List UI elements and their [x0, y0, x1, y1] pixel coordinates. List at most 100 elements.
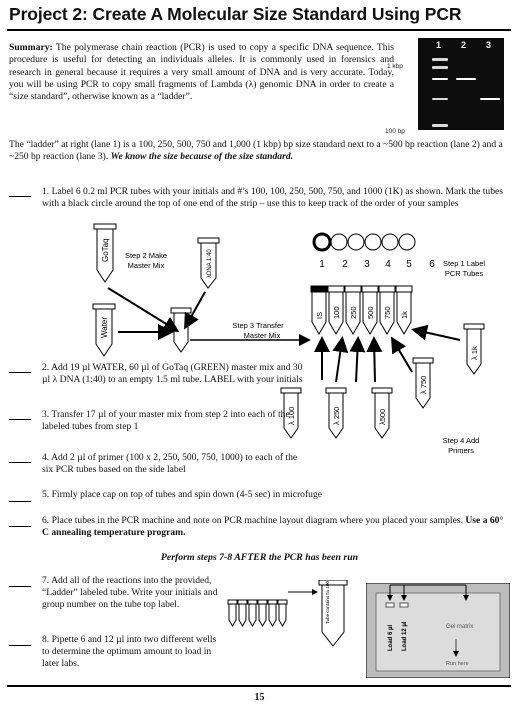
primer-label-100: λ 100 — [287, 407, 296, 425]
strip-tube-label: 250 — [349, 306, 358, 319]
primer-tube-500: λ500 — [371, 387, 393, 439]
gel-matrix-label: Gel matrix — [446, 624, 473, 630]
primer-tube-1k: λ 1k — [463, 323, 485, 375]
dna-label: λDNA 1:40 — [207, 249, 213, 278]
circle-number-3: 3 — [364, 259, 370, 270]
perform-note: Perform steps 7-8 AFTER the PCR has been… — [160, 552, 359, 563]
circle-number-5: 5 — [406, 259, 412, 270]
strip-tube: 1k — [395, 285, 413, 335]
primer-label-1k: λ 1k — [470, 346, 479, 360]
mini-tube — [267, 599, 278, 627]
circle-number-1: 1 — [319, 259, 325, 270]
page-title: Project 2: Create A Molecular Size Stand… — [9, 4, 462, 24]
gotaq-label: GoTaq — [101, 238, 110, 262]
circle-number-2: 2 — [342, 259, 348, 270]
run-here-label: Run here — [446, 661, 469, 667]
ladder-band — [432, 58, 448, 61]
strip-tube-label: 1k — [400, 311, 409, 319]
title-rule — [7, 29, 511, 31]
strip-tube-label: IS — [315, 312, 324, 319]
gel-label-1kbp: 1 kbp — [387, 63, 403, 70]
step3-line2: Master Mix — [244, 331, 281, 340]
strip-tube: 250 — [344, 285, 362, 335]
primer-label-250: λ 250 — [332, 407, 341, 425]
step2-line2: Master Mix — [128, 261, 165, 270]
strip-tube: IS — [310, 285, 328, 335]
step-2: 2. Add 19 µl WATER, 60 µl of GoTaq (GREE… — [42, 362, 303, 386]
step-1: 1. Label 6 0.2 ml PCR tubes with your in… — [42, 186, 503, 210]
strip-tube-label: 100 — [332, 306, 341, 319]
step-8: 8. Pipette 6 and 12 µl into two differen… — [42, 634, 217, 670]
primer-tube-750: λ 750 — [412, 357, 434, 409]
ladder-tube-text: Tube contains 5x 100 — [325, 581, 330, 624]
summary-label: Summary: — [9, 42, 53, 53]
checkbox-line-2[interactable] — [9, 372, 31, 373]
mini-tube — [247, 599, 258, 627]
strip-tube-label: 750 — [383, 306, 392, 319]
checkbox-line-7[interactable] — [9, 586, 31, 587]
gel-lane-1: 1 — [436, 40, 442, 50]
mini-tube — [237, 599, 248, 627]
checkbox-line-4[interactable] — [9, 462, 31, 463]
step4-line2: Primers — [448, 446, 474, 455]
mini-tube — [277, 599, 288, 627]
strip-tube: 100 — [327, 285, 345, 335]
strip-tube: 750 — [378, 285, 396, 335]
ladder-band — [432, 66, 448, 69]
step-3: 3. Transfer 17 µl of your master mix fro… — [42, 409, 290, 433]
lane3-band — [480, 97, 500, 101]
circle-number-6: 6 — [429, 259, 435, 270]
water-tube: Water — [92, 303, 116, 357]
primer-label-500: λ500 — [378, 409, 387, 425]
master-mix-tube — [170, 307, 192, 353]
step-6: 6. Place tubes in the PCR machine and no… — [42, 515, 510, 539]
lane2-band — [456, 77, 476, 81]
ladder-band — [432, 97, 448, 101]
circle-number-4: 4 — [385, 259, 391, 270]
strip-tube-label: 500 — [366, 306, 375, 319]
checkbox-line-3[interactable] — [9, 419, 31, 420]
ladder-tube: Tube contains 5x 100 — [318, 580, 348, 647]
gel-label-100bp: 100 bp — [385, 128, 405, 135]
gel-load-diagram: Load 6 µl Load 12 µl Gel matrix Run here — [366, 583, 510, 678]
ladder-band — [432, 124, 448, 127]
step-5: 5. Firmly place cap on top of tubes and … — [42, 489, 323, 500]
step1-line1: Step 1 Label — [443, 259, 485, 268]
step-4: 4. Add 2 µl of primer (100 x 2, 250, 500… — [42, 452, 298, 476]
ladder-transfer-diagram: Tube contains 5x 100 — [227, 580, 348, 647]
primer-tube-250: λ 250 — [325, 387, 347, 439]
primer-label-750: λ 750 — [419, 376, 428, 394]
gel-lane-2: 2 — [461, 40, 467, 50]
mini-tube — [227, 599, 238, 627]
step3-line1: Step 3 Transfer — [232, 321, 284, 330]
checkbox-line-6[interactable] — [9, 526, 31, 527]
ladder-band — [432, 77, 448, 81]
ladder-emphasis: We know the size because of the size sta… — [110, 151, 294, 163]
step-6-emphasis: Use a 60° C annealing temperature progra… — [42, 515, 504, 539]
step1-line2: PCR Tubes — [445, 269, 484, 278]
ladder-text: The “ladder” at right (lane 1) is a 100,… — [9, 139, 503, 163]
footer-rule — [7, 685, 511, 687]
checkbox-line-8[interactable] — [9, 645, 31, 646]
checkbox-line-5[interactable] — [9, 501, 31, 502]
gotaq-tube: GoTaq — [93, 223, 117, 283]
page-number: 15 — [254, 692, 265, 703]
step4-line1: Step 4 Add — [443, 436, 480, 445]
load-12-label: Load 12 µl — [402, 621, 408, 651]
circle-numbers: 1 2 3 4 5 6 — [319, 259, 435, 270]
primer-tube-100: λ 100 — [280, 387, 302, 439]
summary-paragraph: Summary: The polymerase chain reaction (… — [9, 42, 394, 103]
pcr-tube-strip: IS 100 250 500 750 1k — [310, 285, 413, 335]
dna-tube: λDNA 1:40 — [197, 237, 220, 289]
step-6-text: 6. Place tubes in the PCR machine and no… — [42, 515, 463, 526]
workflow-diagram: GoTaq λDNA 1:40 Water Step 2 Make Master… — [92, 223, 485, 455]
mini-tube — [257, 599, 268, 627]
checkbox-line-1[interactable] — [9, 196, 31, 197]
water-label: Water — [100, 317, 109, 338]
mini-tube-strip — [227, 599, 288, 627]
summary-text: The polymerase chain reaction (PCR) is u… — [9, 42, 394, 103]
gel-lane-3: 3 — [486, 40, 492, 50]
load-6-label: Load 6 µl — [388, 625, 394, 651]
strip-tube: 500 — [361, 285, 379, 335]
